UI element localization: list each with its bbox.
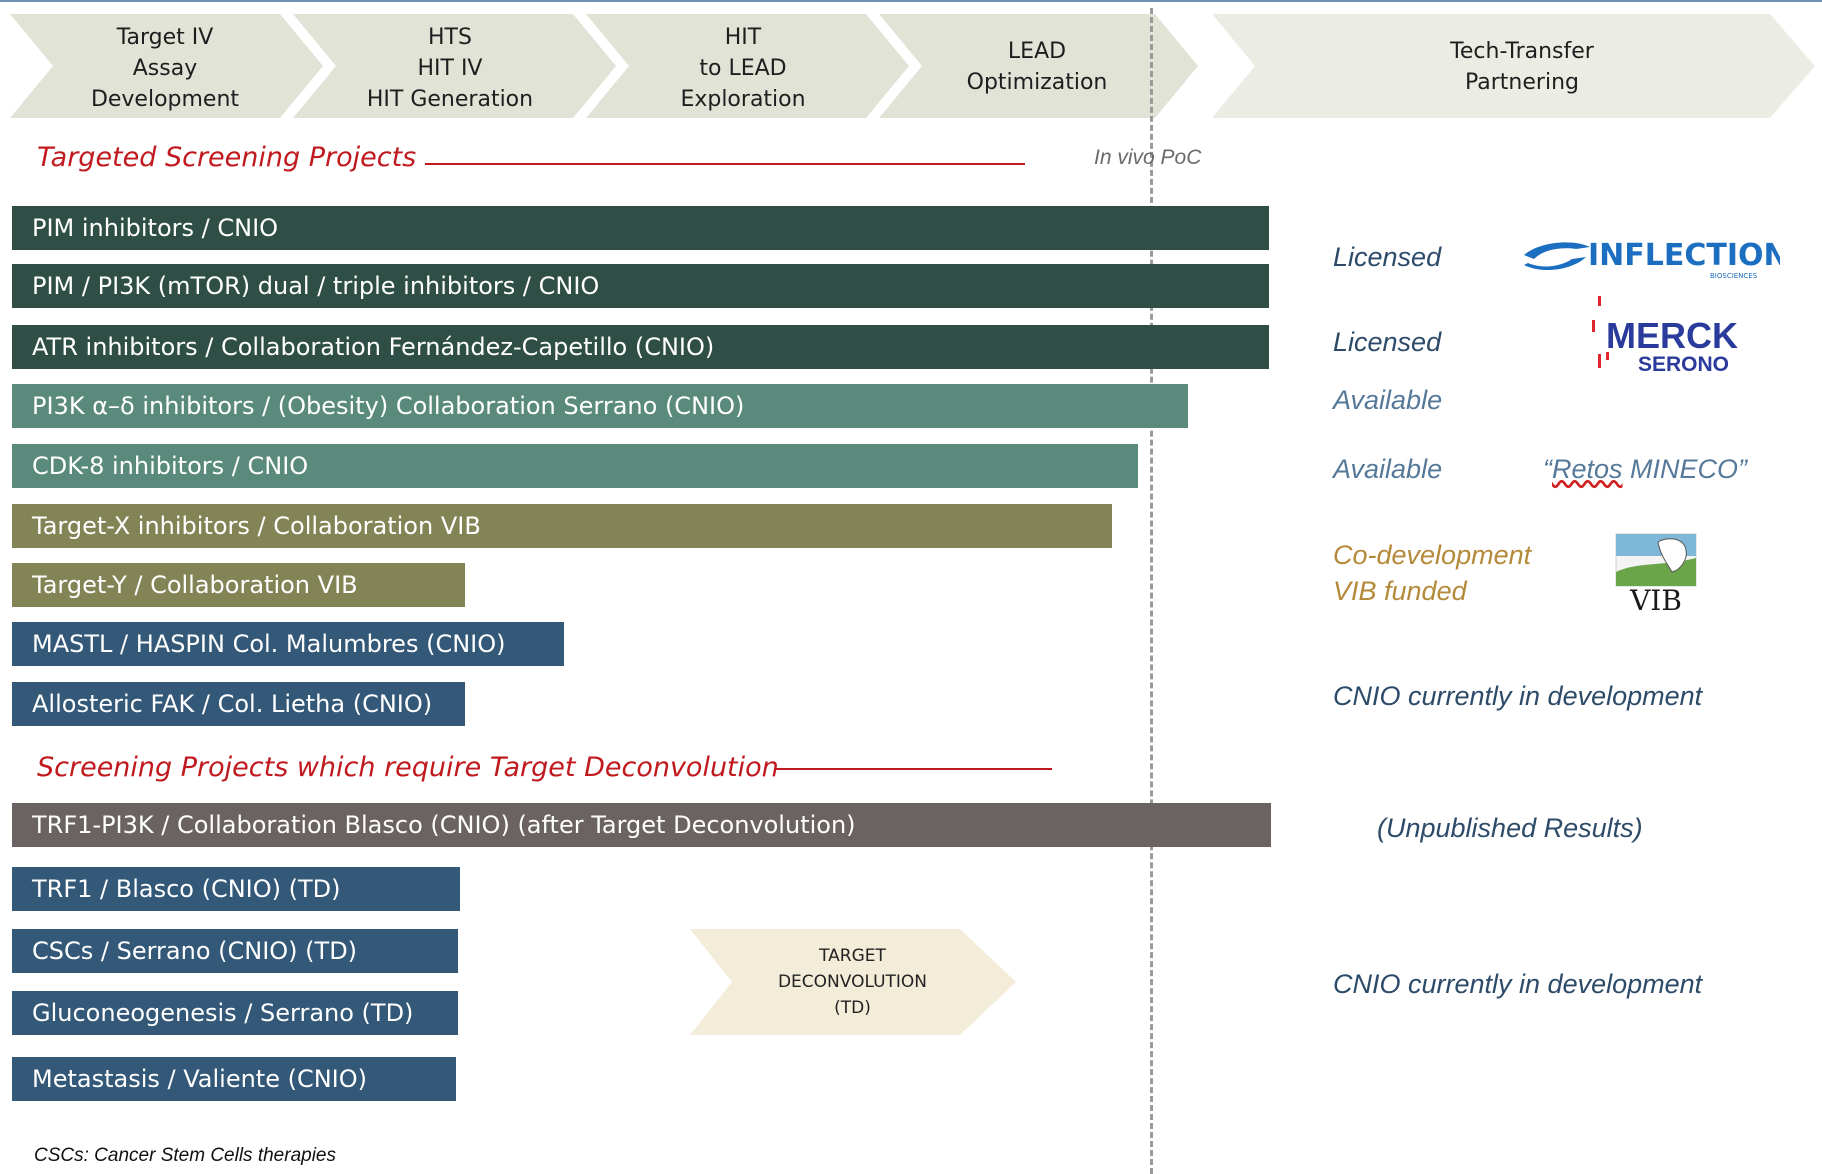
stage-chevron-assay xyxy=(10,14,323,118)
project-bar-target-y: Target-Y / Collaboration VIB xyxy=(12,563,465,607)
merck-logo-text: MERCK xyxy=(1606,315,1738,356)
section-title-deconvolution: Screening Projects which require Target … xyxy=(37,752,779,783)
stage-label-tech-transfer: Tech-Transfer Partnering xyxy=(1450,39,1594,95)
status-licensed-atr: Licensed xyxy=(1333,327,1442,357)
project-bar-cscs: CSCs / Serrano (CNIO) (TD) xyxy=(12,929,458,973)
status-cnio-development-1: CNIO currently in development xyxy=(1333,681,1703,711)
merck-serono-logo: MERCK SERONO xyxy=(1592,296,1738,376)
status-licensed-pim: Licensed xyxy=(1333,242,1442,272)
section-rule-deconvolution xyxy=(775,768,1052,770)
status-available-cdk8: Available xyxy=(1333,454,1443,484)
status-co-development: Co-development VIB funded xyxy=(1333,540,1532,606)
project-bar-allosteric-fak: Allosteric FAK / Col. Lietha (CNIO) xyxy=(12,682,465,726)
stage-label-hts: HTS HIT IV HIT Generation xyxy=(366,25,534,112)
section-title-targeted: Targeted Screening Projects xyxy=(37,142,417,173)
in-vivo-poc-divider xyxy=(1150,8,1153,1174)
project-bar-gluconeogenesis: Gluconeogenesis / Serrano (TD) xyxy=(12,991,458,1035)
status-available-pi3k: Available xyxy=(1333,385,1443,415)
stage-chevron-lead-opt xyxy=(879,14,1198,118)
retos-open-quote: “ xyxy=(1543,454,1552,484)
serono-logo-text: SERONO xyxy=(1638,353,1729,376)
stage-label-lead-opt: LEAD Optimization xyxy=(966,39,1108,95)
footnote-cscs: CSCs: Cancer Stem Cells therapies xyxy=(34,1145,336,1166)
stage-chevron-tech-transfer xyxy=(1212,14,1815,118)
pipeline-stages xyxy=(10,14,1815,118)
retos-mineco-label: “Retos MINECO” xyxy=(1543,454,1747,485)
in-vivo-poc-label: In vivo PoC xyxy=(1094,146,1202,169)
stage-chevron-hts xyxy=(293,14,616,118)
inflection-logo: INFLECTION BIOSCIENCES xyxy=(1524,238,1780,280)
project-bar-cdk8: CDK-8 inhibitors / CNIO xyxy=(12,444,1138,488)
stage-label-assay: Target IV Assay Development xyxy=(90,25,240,112)
stage-chevron-hit-to-lead xyxy=(586,14,909,118)
project-bar-metastasis: Metastasis / Valiente (CNIO) xyxy=(12,1057,456,1101)
status-unpublished: (Unpublished Results) xyxy=(1377,813,1643,843)
project-bar-trf1: TRF1 / Blasco (CNIO) (TD) xyxy=(12,867,460,911)
status-cnio-development-2: CNIO currently in development xyxy=(1333,969,1703,999)
project-bar-pi3k-alpha-delta: PI3K α–δ inhibitors / (Obesity) Collabor… xyxy=(12,384,1188,428)
project-bar-target-x: Target-X inhibitors / Collaboration VIB xyxy=(12,504,1112,548)
project-bar-mastl-haspin: MASTL / HASPIN Col. Malumbres (CNIO) xyxy=(12,622,564,666)
retos-word: Retos xyxy=(1552,454,1623,484)
project-bar-atr: ATR inhibitors / Collaboration Fernández… xyxy=(12,325,1269,369)
project-bar-pim: PIM inhibitors / CNIO xyxy=(12,206,1269,250)
stage-label-hit-to-lead: HIT to LEAD Exploration xyxy=(680,25,806,112)
inflection-logo-sub: BIOSCIENCES xyxy=(1710,272,1758,280)
project-bar-trf1-pi3k: TRF1-PI3K / Collaboration Blasco (CNIO) … xyxy=(12,803,1271,847)
target-deconvolution-arrow xyxy=(690,929,1016,1035)
target-deconvolution-label: TARGET DECONVOLUTION (TD) xyxy=(777,946,928,1018)
inflection-logo-text: INFLECTION xyxy=(1588,238,1780,273)
section-rule-targeted xyxy=(425,163,1025,165)
retos-rest: MINECO” xyxy=(1622,454,1748,484)
vib-logo: VIB xyxy=(1615,533,1697,612)
vib-logo-text: VIB xyxy=(1629,584,1682,612)
top-border-line xyxy=(0,0,1822,2)
project-bar-pim-pi3k: PIM / PI3K (mTOR) dual / triple inhibito… xyxy=(12,264,1269,308)
